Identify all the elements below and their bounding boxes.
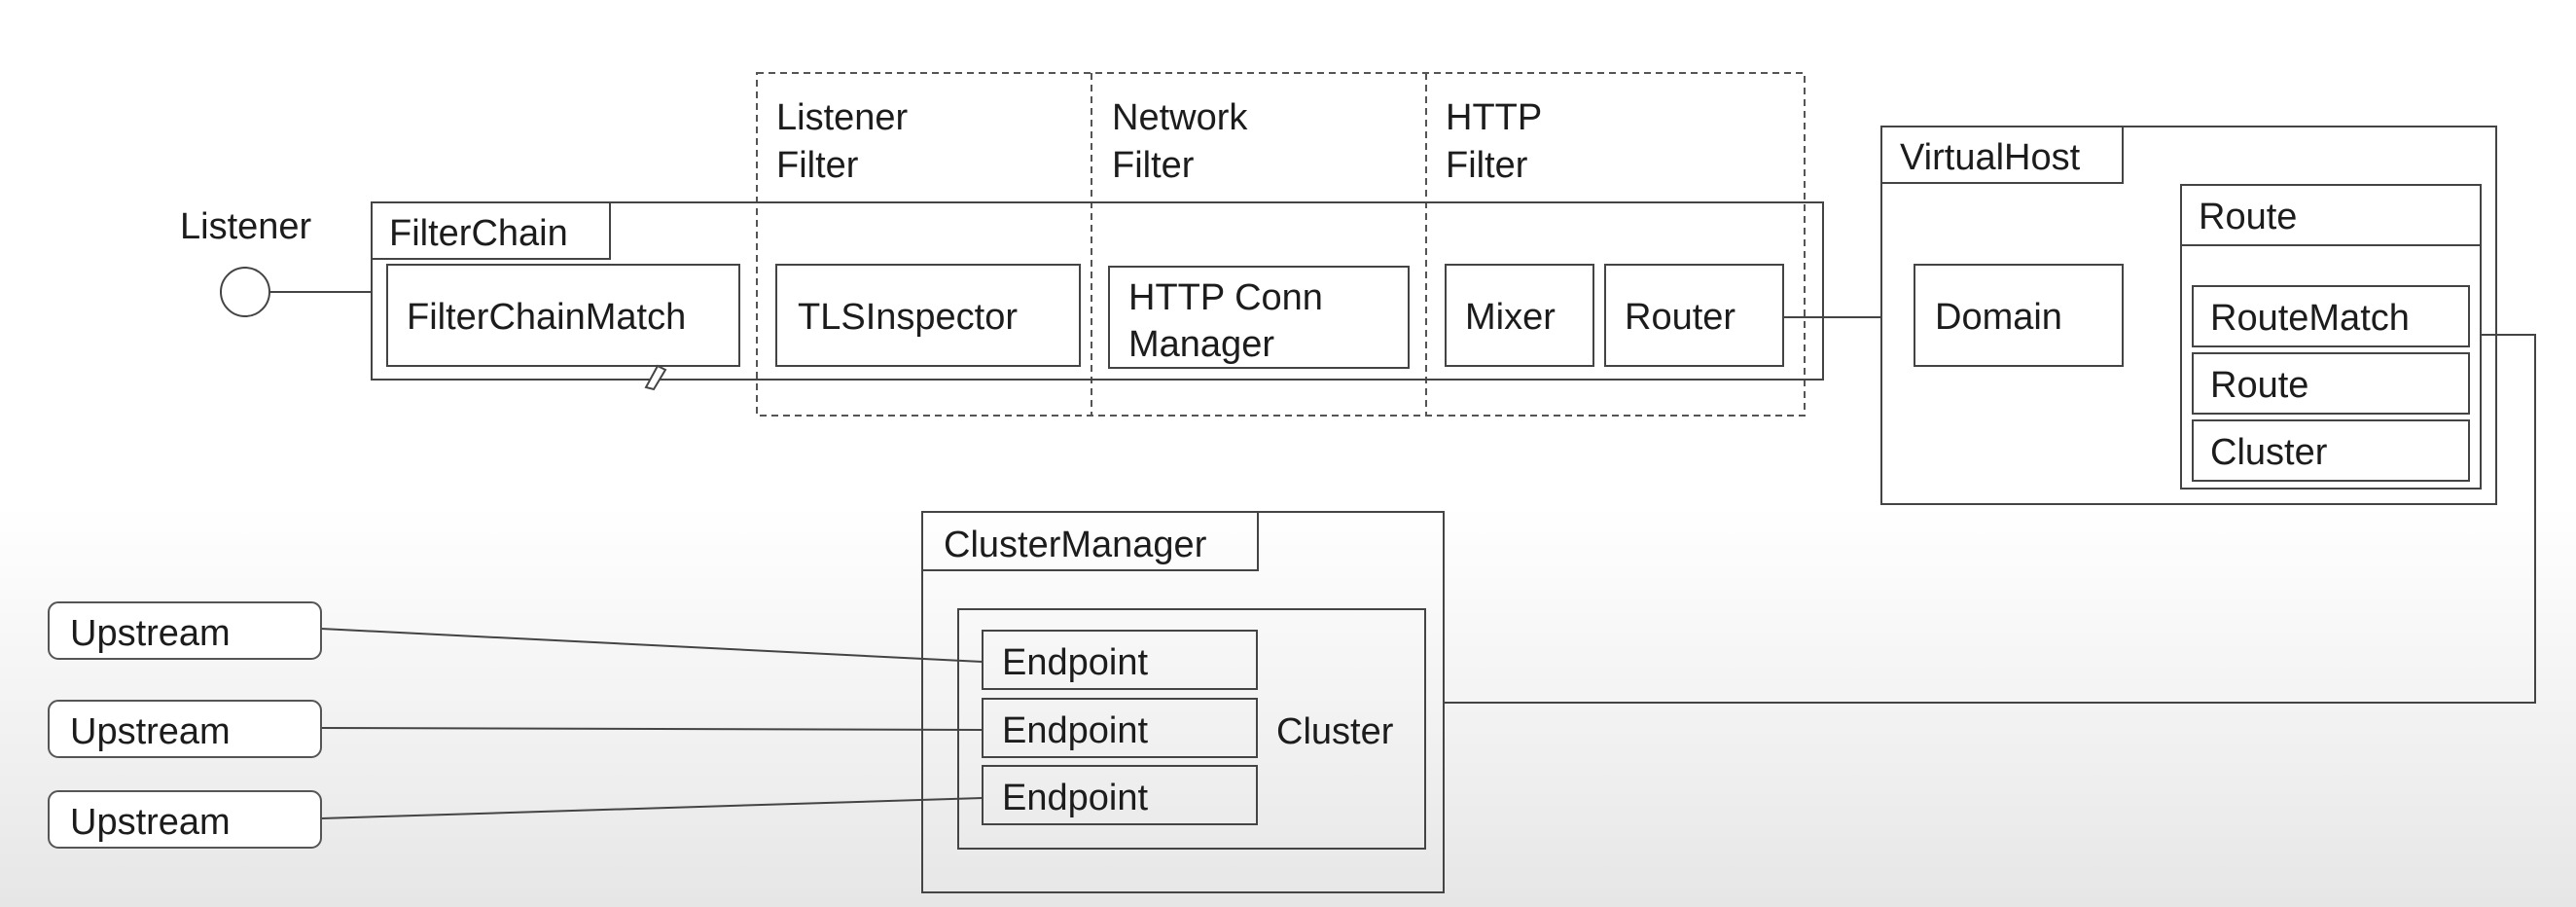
upstream-box <box>48 790 322 849</box>
domain-label: Domain <box>1935 297 2062 338</box>
filter-chain-title: FilterChain <box>389 213 568 254</box>
route-item-route-box <box>2192 352 2470 415</box>
listener: Listener <box>180 206 372 317</box>
upstream-label: Upstream <box>70 613 231 654</box>
listener-label: Listener <box>180 206 312 247</box>
endpoint-box <box>982 765 1258 825</box>
route-item-routematch: RouteMatch <box>2210 298 2410 339</box>
cluster-manager-title: ClusterManager <box>944 525 1207 565</box>
cluster-manager-header <box>921 511 1259 571</box>
filter-stages: Listener Filter Network Filter HTTP Filt… <box>756 72 1806 417</box>
router-label: Router <box>1625 297 1735 338</box>
cluster-label: Cluster <box>1276 711 1394 752</box>
upstream-label: Upstream <box>70 802 231 843</box>
virtual-host-title: VirtualHost <box>1900 137 2081 178</box>
upstream-box <box>48 601 322 660</box>
route-header <box>2180 184 2482 246</box>
endpoint-label: Endpoint <box>1002 778 1148 818</box>
stage-network-filter-line2: Filter <box>1112 145 1195 186</box>
route-to-cluster-connector <box>1444 334 2536 704</box>
cluster-manager-box <box>921 511 1445 893</box>
domain-box <box>1914 264 2124 367</box>
upstream-connector <box>320 628 984 663</box>
stage-http-filter-line1: HTTP <box>1446 97 1542 138</box>
tls-inspector-label: TLSInspector <box>798 297 1018 338</box>
http-conn-manager-line2: Manager <box>1128 324 1274 365</box>
route-item-route: Route <box>2210 365 2308 406</box>
mixer-label: Mixer <box>1465 297 1556 338</box>
filter-chain-header <box>371 201 611 260</box>
pencil-icon <box>644 364 667 391</box>
mixer-box <box>1445 264 1594 367</box>
virtual-host-box <box>1880 126 2497 505</box>
upstream-connector <box>320 797 984 819</box>
filter-chain-match-box <box>386 264 740 367</box>
endpoint-box <box>982 698 1258 758</box>
route-item-cluster: Cluster <box>2210 432 2328 473</box>
upstream-connector <box>320 727 984 731</box>
filter-chain: FilterChain FilterChainMatch TLSInspecto… <box>371 201 1824 391</box>
http-conn-manager-box <box>1108 266 1410 369</box>
virtual-host: VirtualHost Domain Route RouteMatch Rout… <box>1880 126 2497 505</box>
route-item-cluster-box <box>2192 419 2470 482</box>
upstream-label: Upstream <box>70 711 231 752</box>
virtual-host-header <box>1880 126 2124 184</box>
endpoint-label: Endpoint <box>1002 710 1148 751</box>
listener-node <box>220 267 270 317</box>
upstreams: Upstream Upstream Upstream <box>48 601 984 849</box>
endpoint-box <box>982 630 1258 690</box>
route-title: Route <box>2199 197 2297 237</box>
router-box <box>1604 264 1784 367</box>
filter-chain-box <box>371 201 1824 381</box>
stage-http-filter-line2: Filter <box>1446 145 1528 186</box>
stage-network-filter-line1: Network <box>1112 97 1248 138</box>
tls-inspector-box <box>775 264 1081 367</box>
filter-chain-match-label: FilterChainMatch <box>407 297 686 338</box>
cluster-manager: ClusterManager Cluster Endpoint Endpoint… <box>921 511 1445 893</box>
http-conn-manager-line1: HTTP Conn <box>1128 277 1323 318</box>
endpoint-label: Endpoint <box>1002 642 1148 683</box>
route-item-routematch-box <box>2192 285 2470 347</box>
filter-stage-region <box>756 72 1806 417</box>
stage-listener-filter-line1: Listener <box>776 97 909 138</box>
upstream-box <box>48 700 322 758</box>
stage-listener-filter-line2: Filter <box>776 145 859 186</box>
